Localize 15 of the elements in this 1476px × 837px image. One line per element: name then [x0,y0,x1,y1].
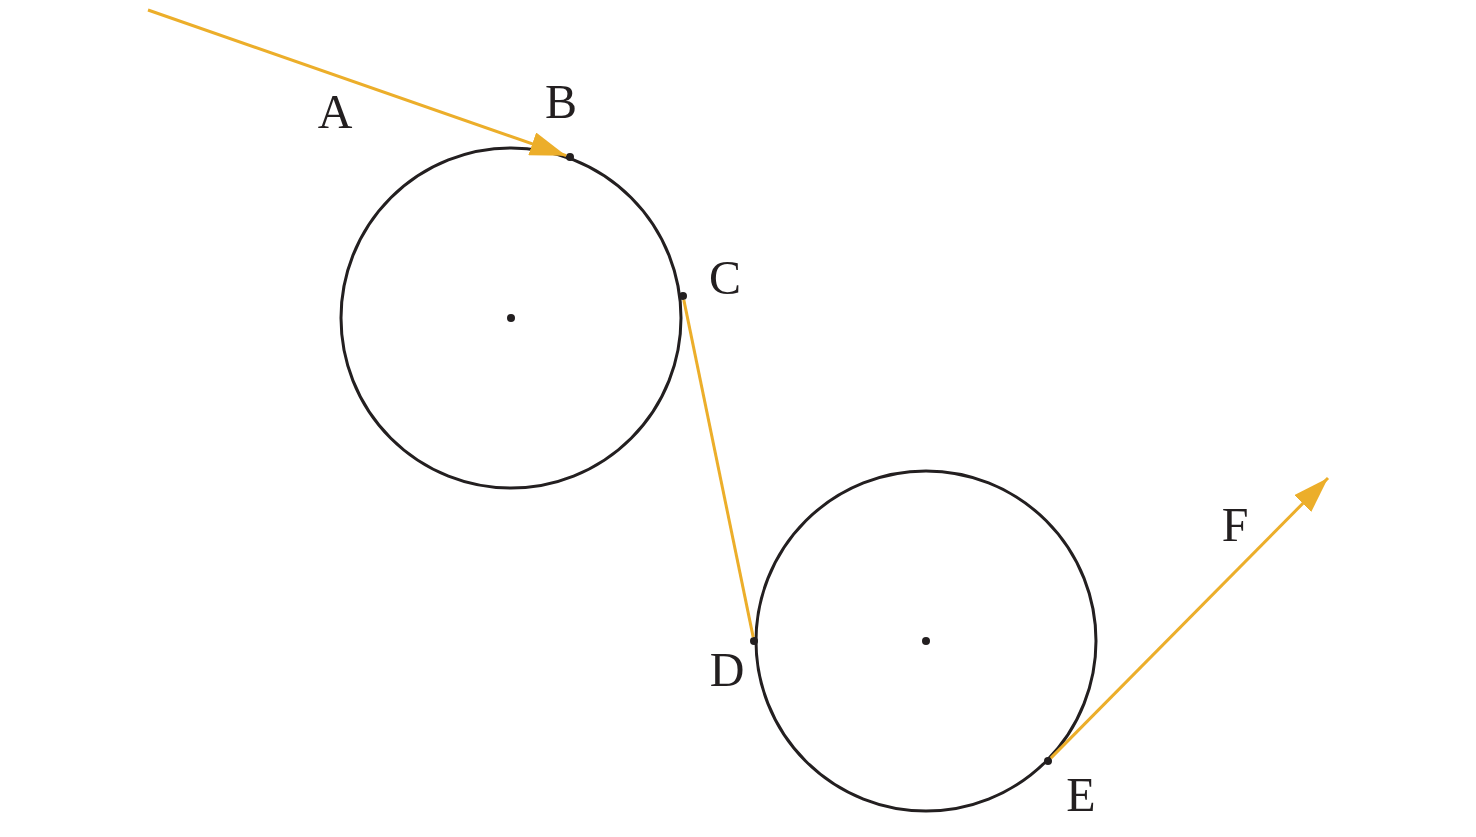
point-dot [566,153,574,161]
point-label: A [317,88,353,136]
point-label: F [1221,501,1249,549]
circle-outline [339,146,683,490]
point-label: C [709,254,741,302]
point-dot [1044,757,1052,765]
circle-outline [754,469,1098,813]
arrow [147,8,567,160]
point-dot [750,637,758,645]
point-label: B [545,78,577,126]
line-segment [682,299,755,638]
point-label: E [1066,771,1096,819]
arrow [1049,476,1330,760]
point-label: D [709,646,745,694]
point-dot [679,292,687,300]
